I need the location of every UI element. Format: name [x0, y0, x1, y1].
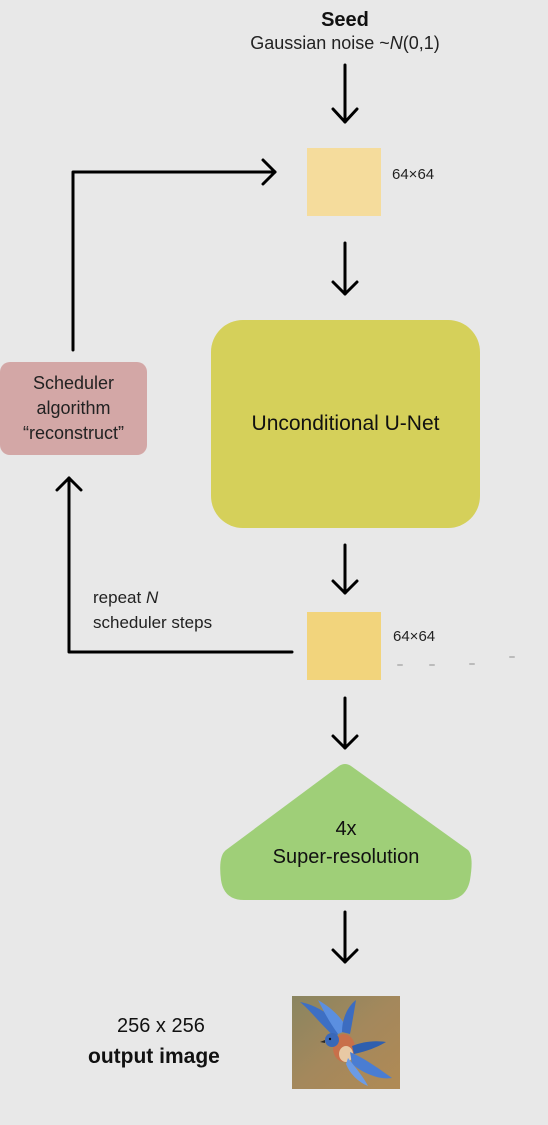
- unet-label: Unconditional U-Net: [251, 412, 440, 435]
- repeat-n: N: [145, 588, 159, 607]
- repeat-line2: scheduler steps: [93, 613, 213, 632]
- latent-bottom-size: 64×64: [393, 628, 436, 645]
- seed-title: Seed: [321, 9, 369, 31]
- super-resolution-line1: 4x: [335, 818, 357, 840]
- faint-dashes: [397, 656, 515, 666]
- seed-subtitle-prefix: Gaussian noise ~: [250, 33, 390, 53]
- unet-block: Unconditional U-Net: [211, 320, 480, 528]
- super-resolution-label: 4x Super-resolution: [221, 815, 471, 871]
- arrow-seed-to-latent: [331, 63, 359, 124]
- scheduler-block: Scheduler algorithm “reconstruct”: [0, 362, 147, 455]
- arrow-latent-to-sr: [331, 696, 359, 750]
- arrow-scheduler-to-latent: [71, 158, 277, 352]
- arrow-loop-to-scheduler: [55, 476, 294, 654]
- latent-top-block: [307, 148, 381, 216]
- scheduler-line3: “reconstruct”: [22, 423, 125, 443]
- arrow-latent-to-unet: [331, 241, 359, 296]
- scheduler-line1: Scheduler: [32, 373, 115, 393]
- seed-subtitle-suffix: (0,1): [402, 33, 440, 53]
- repeat-prefix: repeat: [93, 588, 146, 607]
- latent-top-size: 64×64: [392, 166, 435, 183]
- output-size: 256 x 256: [117, 1015, 205, 1037]
- super-resolution-line2: Super-resolution: [272, 846, 420, 868]
- seed-subtitle-n: N: [389, 33, 403, 53]
- arrow-sr-to-output: [331, 910, 359, 964]
- output-bird-image: [292, 996, 400, 1089]
- output-label: output image: [88, 1045, 220, 1068]
- arrow-unet-to-latent: [331, 543, 359, 595]
- super-resolution-block: [220, 764, 472, 900]
- seed-subtitle: Gaussian noise ~N(0,1): [0, 33, 548, 54]
- repeat-label: repeat N scheduler steps: [93, 585, 212, 635]
- latent-bottom-block: [307, 612, 381, 680]
- scheduler-line2: algorithm: [36, 398, 111, 418]
